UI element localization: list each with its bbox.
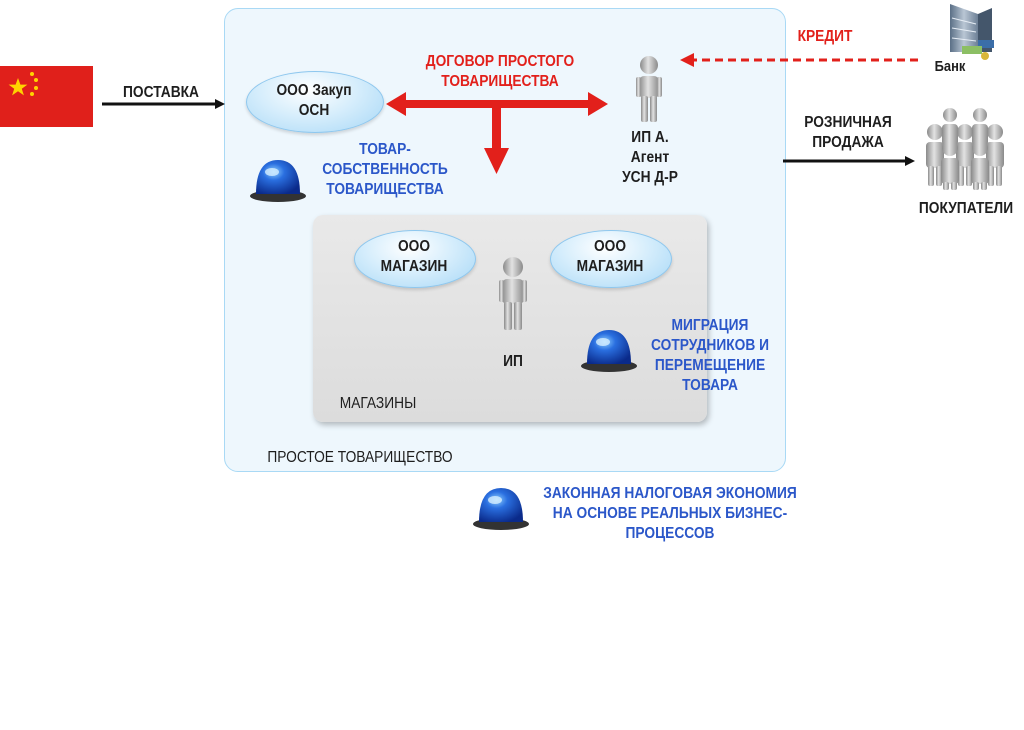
goods-line1: ТОВАР- [359,141,411,158]
contract-label-line1: ДОГОВОР ПРОСТОГО [425,53,575,70]
china-flag-icon [0,66,93,127]
contract-label-line2: ТОВАРИЩЕСТВА [441,73,559,90]
shop2-line2: МАГАЗИН [576,258,644,275]
economy-line2: НА ОСНОВЕ РЕАЛЬНЫХ БИЗНЕС- [552,505,788,522]
supply-label: ПОСТАВКА [123,84,199,101]
retail-line1: РОЗНИЧНАЯ [804,114,892,131]
goods-line2: СОБСТВЕННОСТЬ [322,161,448,178]
bank-building-icon [950,4,994,60]
contract-label: ДОГОВОР ПРОСТОГО ТОВАРИЩЕСТВА [410,52,591,92]
partnership-box-title: ПРОСТОЕ ТОВАРИЩЕСТВО [267,449,453,466]
blue-siren-icon-3 [473,488,529,530]
retail-label: РОЗНИЧНАЯ ПРОДАЖА [796,113,899,153]
goods-ownership-label: ТОВАР- СОБСТВЕННОСТЬ ТОВАРИЩЕСТВА [312,140,458,200]
shop1-line1: ООО [397,238,431,255]
goods-line3: ТОВАРИЩЕСТВА [326,181,444,198]
ooo-zakup-line1: ООО Закуп [276,82,352,99]
bank-label: Банк [934,58,966,75]
ooo-zakup-label: ООО Закуп ОСН [256,81,373,121]
blue-siren-icon-1 [250,160,306,202]
shop1-label: ООО МАГАЗИН [362,237,465,277]
ip-agent-line2: Агент [630,149,670,166]
retail-line2: ПРОДАЖА [812,134,884,151]
economy-line1: ЗАКОННАЯ НАЛОГОВАЯ ЭКОНОМИЯ [543,485,797,502]
migration-line1: МИГРАЦИЯ [671,317,749,334]
shop2-ellipse [550,230,672,288]
credit-label: КРЕДИТ [797,28,853,45]
contract-arrows [386,92,608,174]
shops-box-title: МАГАЗИНЫ [339,395,417,412]
economy-line3: ПРОЦЕССОВ [625,525,715,542]
ip-agent-label: ИП А. Агент УСН Д-Р [607,128,693,188]
shop1-ellipse [354,230,476,288]
buyers-label: ПОКУПАТЕЛИ [918,200,1014,217]
shop2-label: ООО МАГАЗИН [558,237,661,277]
migration-line2: СОТРУДНИКОВ И [651,337,769,354]
shop2-line1: ООО [593,238,627,255]
migration-line4: ТОВАРА [682,377,738,394]
ooo-zakup-ellipse [246,71,384,133]
ip-agent-line3: УСН Д-Р [622,169,678,186]
ooo-zakup-line2: ОСН [298,102,330,119]
ip-agent-line1: ИП А. [631,129,669,146]
blue-siren-icon-2 [581,330,637,372]
credit-arrow [680,53,918,67]
shop1-line2: МАГАЗИН [380,258,448,275]
crowd-icon [926,108,1004,190]
tax-economy-label: ЗАКОННАЯ НАЛОГОВАЯ ЭКОНОМИЯ НА ОСНОВЕ РЕ… [541,484,799,544]
person-icon-ip [499,257,527,330]
migration-label: МИГРАЦИЯ СОТРУДНИКОВ И ПЕРЕМЕЩЕНИЕ ТОВАР… [641,316,779,396]
ip-label: ИП [503,353,523,370]
migration-line3: ПЕРЕМЕЩЕНИЕ [654,357,766,374]
person-icon-agent [636,56,662,122]
